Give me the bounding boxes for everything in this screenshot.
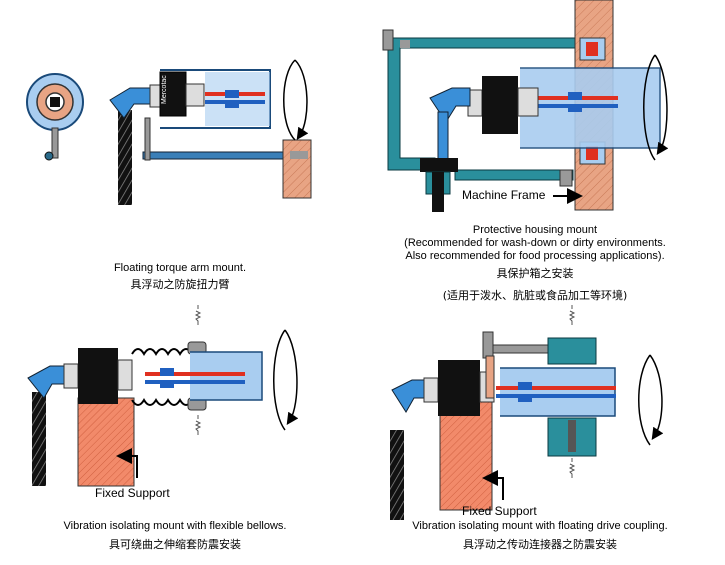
rotation-arrow <box>638 354 651 446</box>
fixed-support <box>77 397 135 487</box>
elbow-connector <box>429 87 471 123</box>
shaft <box>500 367 616 417</box>
cable <box>32 392 46 486</box>
caption-bellows-en: Vibration isolating mount with flexible … <box>63 520 287 532</box>
rotation-arrow <box>643 54 656 161</box>
panel-torque-arm <box>26 59 312 205</box>
caption-coupling-zh: 具浮动之传动连接器之防震安装 <box>463 538 617 551</box>
caption-bellows-zh: 具可绕曲之伸缩套防震安装 <box>109 538 241 551</box>
vibration-marker <box>194 305 202 325</box>
slip-ring-body <box>482 76 518 134</box>
bellows <box>131 348 193 356</box>
label-machine-frame: Machine Frame <box>462 188 546 202</box>
support-pointer-arrow <box>116 448 138 478</box>
cable <box>432 172 444 212</box>
rotation-arrow <box>283 59 296 141</box>
label-fixed-support-coupling: Fixed Support <box>462 504 537 518</box>
cable <box>118 110 132 205</box>
caption-torque-arm-en: Floating torque arm mount. <box>113 262 247 274</box>
elbow-connector <box>391 379 425 413</box>
panel-coupling <box>390 305 664 520</box>
caption-housing-en-3: Also recommended for food processing app… <box>405 250 665 262</box>
panel-bellows <box>27 305 299 487</box>
cable <box>390 430 404 520</box>
caption-torque-arm-zh: 具浮动之防旋扭力臂 <box>130 278 230 291</box>
fixed-support <box>439 401 493 511</box>
frame-wood <box>282 139 312 199</box>
caption-coupling-en: Vibration isolating mount with floating … <box>412 520 668 532</box>
shaft <box>205 72 270 126</box>
rotation-arrow <box>273 329 286 431</box>
caption-housing-en-2: (Recommended for wash-down or dirty envi… <box>404 237 666 249</box>
support-pointer-arrow <box>482 470 504 500</box>
vibration-marker <box>568 305 576 325</box>
drive-block <box>547 337 597 365</box>
slip-ring-body <box>438 360 480 416</box>
caption-housing-en-1: Protective housing mount <box>472 224 598 236</box>
torque-arm-end-view <box>26 73 84 161</box>
slip-ring-body <box>78 348 118 404</box>
torque-arm <box>142 151 294 160</box>
caption-housing-zh-2: (适用于泼水、肮脏或食品加工等环境) <box>442 289 628 302</box>
brand-mark: Mercotac <box>161 75 168 104</box>
panel-housing <box>382 0 669 212</box>
label-fixed-support-bellows: Fixed Support <box>95 486 170 500</box>
caption-housing-zh-1: 具保护箱之安装 <box>496 267 574 280</box>
